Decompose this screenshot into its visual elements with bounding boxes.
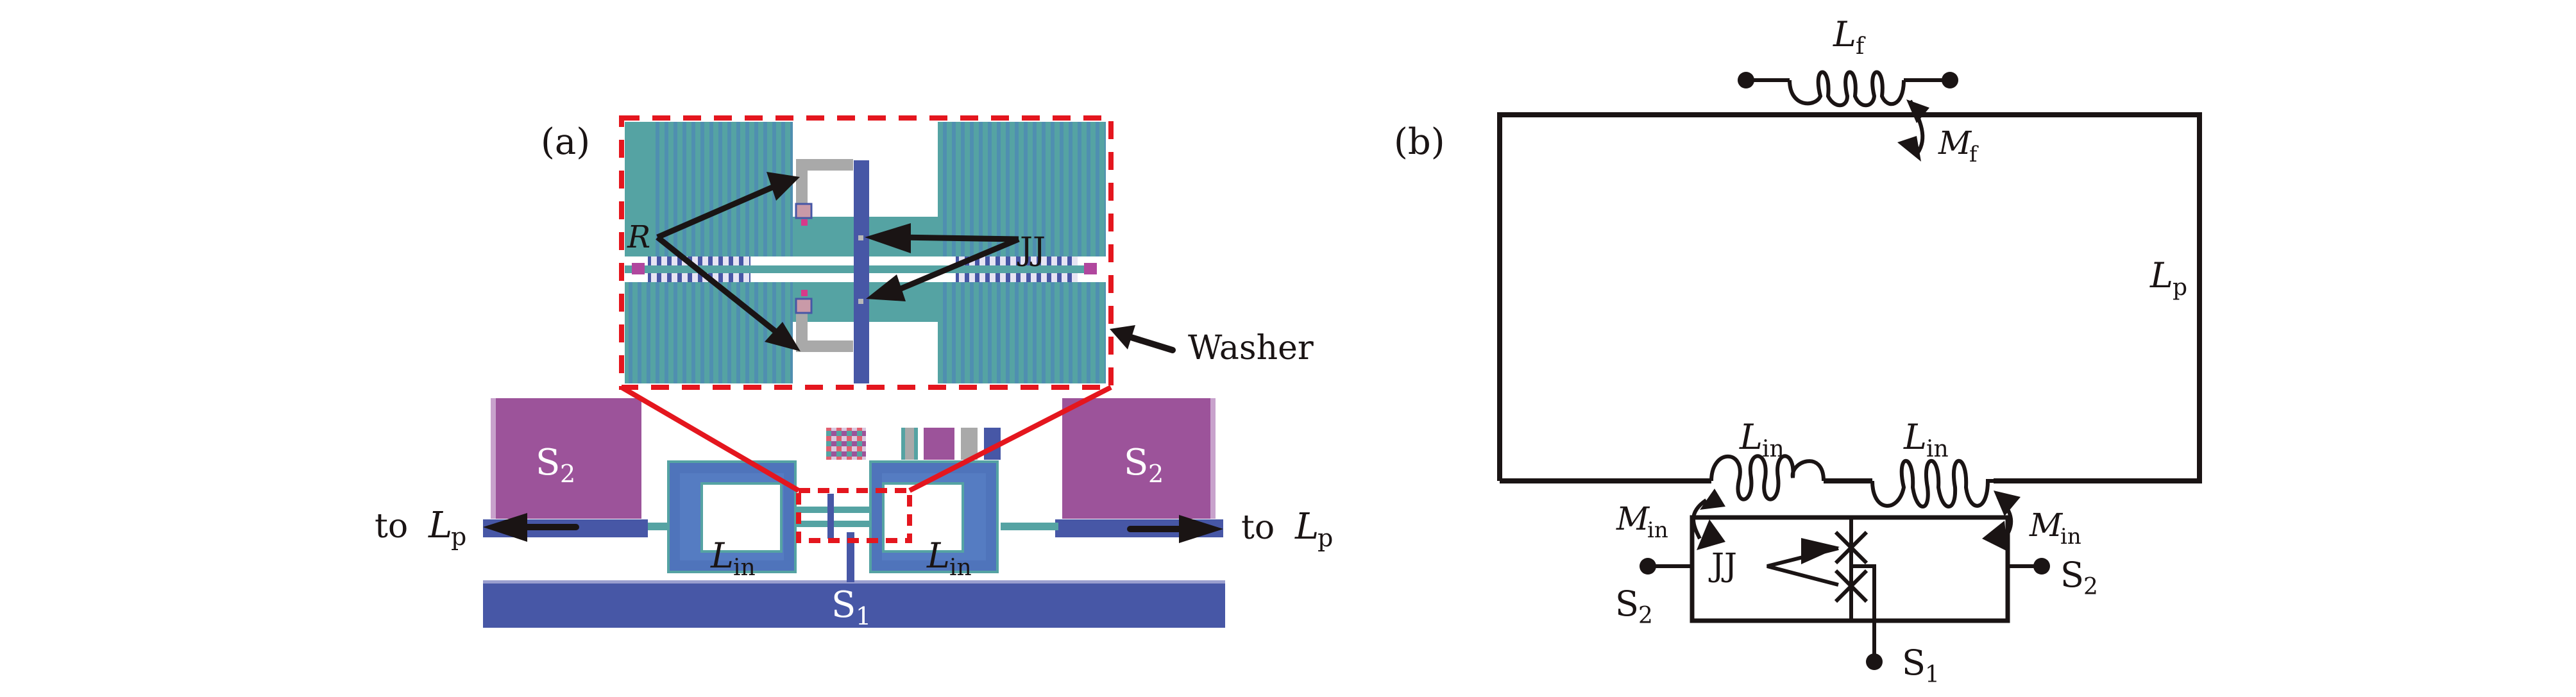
washer-top-right	[938, 122, 1106, 256]
arrow-left-to-lp	[483, 513, 579, 542]
pickup-label-sub: p	[2173, 274, 2187, 301]
washer-bottom-right	[938, 282, 1106, 383]
trace-left-link	[648, 523, 670, 530]
feedback-mutual-main: M	[1938, 124, 1972, 162]
junction-top	[858, 235, 863, 240]
feedback-mutual-sub: f	[1969, 142, 1979, 167]
input-coil-left-main: L	[1739, 417, 1763, 457]
coil-left-main: L	[710, 535, 734, 576]
center-trace	[854, 160, 869, 383]
washer-arrow	[1110, 325, 1176, 353]
arrow-right-prefix: to	[1241, 508, 1285, 547]
pickup-loop	[1497, 112, 2202, 483]
junction-bottom	[858, 299, 863, 304]
s1-main: S	[831, 584, 856, 626]
arrow-right-main: L	[1294, 506, 1319, 548]
input-coil-right-main: L	[1903, 417, 1927, 457]
zoom-connector-left	[620, 385, 801, 493]
zoom-source-box	[796, 488, 912, 543]
s1-terminal	[1866, 653, 1883, 670]
washer-label: Washer	[1188, 329, 1314, 367]
s1-lead	[1851, 564, 1876, 662]
panel-b-label: (b)	[1394, 121, 1445, 163]
s2-left-main: S	[536, 442, 560, 483]
junction-pointer	[1767, 538, 1840, 587]
feedback-mutual-arrow	[1897, 99, 1929, 162]
s1-sub-b: 1	[1925, 662, 1940, 688]
input-mutual-right-sub: in	[2060, 524, 2081, 550]
junction-label: JJ	[1017, 230, 1046, 267]
s2-left-sub-b: 2	[1638, 603, 1653, 629]
arrow-left-main: L	[428, 505, 452, 546]
s2-left-sub: 2	[560, 460, 575, 488]
inset-zoom: R JJ Washer	[619, 115, 1314, 390]
input-mutual-left-main: M	[1616, 500, 1650, 537]
inset-border	[619, 115, 1114, 390]
arrow-left-prefix: to	[375, 507, 419, 546]
panel-a: (a) S 2 S 2 S 1	[375, 115, 1333, 630]
trace-right-link	[1001, 523, 1058, 530]
input-coil-right-sub: in	[1926, 436, 1949, 462]
feedback-coil-sub: f	[1856, 33, 1866, 60]
s2-right-main-b: S	[2060, 555, 2084, 595]
zoom-connector-right	[908, 385, 1112, 493]
s2-left-main-b: S	[1615, 584, 1639, 624]
s2-terminal-left	[1640, 558, 1692, 575]
s1-pad: S 1	[483, 532, 1225, 630]
input-mutual-arrow-left	[1691, 489, 1725, 550]
resistor-arrows	[656, 172, 801, 351]
s2-right-sub-b: 2	[2083, 574, 2098, 600]
input-coil-left-sub: in	[1762, 436, 1784, 462]
junction-symbol-bottom	[1834, 569, 1868, 603]
panel-a-label: (a)	[541, 121, 590, 163]
arrow-right-sub: p	[1318, 524, 1333, 552]
input-mutual-right-main: M	[2029, 507, 2063, 544]
pickup-label-main: L	[2149, 255, 2173, 296]
feedback-coil-main: L	[1833, 14, 1856, 55]
s2-pad-right: S 2	[1062, 398, 1216, 519]
input-coil-right-symbol	[1870, 458, 1994, 508]
feedback-coil	[1738, 70, 1958, 108]
input-mutual-arrow-right	[1982, 491, 2021, 551]
arrow-right-to-lp	[1127, 515, 1223, 543]
junction-symbol-top	[1834, 530, 1868, 565]
s1-sub: 1	[856, 602, 871, 630]
washer-bottom-left	[625, 282, 793, 383]
input-mutual-left-sub: in	[1647, 517, 1668, 543]
junction-label-b: JJ	[1708, 546, 1737, 584]
junction-region-small	[797, 494, 869, 539]
coil-left-sub: in	[733, 555, 756, 581]
s2-right-sub: 2	[1148, 460, 1164, 488]
s2-terminal-right	[2008, 558, 2050, 575]
s2-pad-left: S 2	[491, 398, 641, 519]
coil-right-sub: in	[949, 555, 972, 581]
s1-main-b: S	[1902, 642, 1926, 683]
input-coil-left-symbol	[1709, 454, 1826, 501]
resistor-top	[795, 159, 853, 226]
panel-b: (b) L p L f M f L i	[1394, 14, 2202, 688]
squid-loop	[1690, 515, 2010, 623]
junction-arrows	[865, 223, 1020, 301]
arrow-left-sub: p	[451, 523, 466, 551]
coil-right-main: L	[926, 535, 950, 576]
input-coil-left: L in	[667, 460, 797, 581]
s2-right-main: S	[1124, 442, 1148, 483]
resistor-bottom	[795, 290, 853, 352]
resistor-label: R	[627, 219, 650, 255]
